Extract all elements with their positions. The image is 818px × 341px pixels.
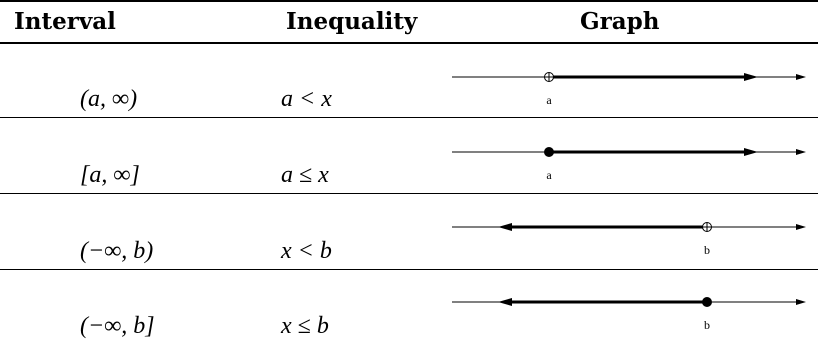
top-rule (0, 0, 818, 2)
point-label: a (546, 93, 552, 107)
number-line-arrow (796, 299, 806, 305)
header-rule (0, 42, 818, 44)
inequality-notation: x ≤ b (281, 313, 329, 339)
closed-endpoint (544, 147, 554, 157)
interval-notation: (a, ∞) (80, 86, 138, 112)
inequality-notation: x < b (281, 238, 332, 264)
inequality-notation: a < x (281, 86, 332, 112)
row-divider (0, 269, 818, 270)
number-line-arrow (796, 74, 806, 80)
point-label: b (704, 243, 710, 257)
inequality-notation: a ≤ x (281, 162, 329, 188)
row-divider (0, 193, 818, 194)
row-divider (0, 117, 818, 118)
point-label: b (704, 318, 710, 332)
number-line-arrow (796, 224, 806, 230)
interval-notation: [a, ∞] (80, 162, 140, 188)
header-inequality: Inequality (286, 8, 418, 35)
header-interval: Interval (14, 8, 116, 35)
solution-ray-arrow (744, 73, 758, 81)
interval-notation: (−∞, b) (80, 238, 154, 264)
interval-notation: (−∞, b] (80, 313, 155, 339)
closed-endpoint (702, 297, 712, 307)
solution-ray-arrow (498, 298, 512, 306)
solution-ray-arrow (498, 223, 512, 231)
solution-ray-arrow (744, 148, 758, 156)
number-line-arrow (796, 149, 806, 155)
point-label: a (546, 168, 552, 182)
header-graph: Graph (580, 8, 660, 35)
